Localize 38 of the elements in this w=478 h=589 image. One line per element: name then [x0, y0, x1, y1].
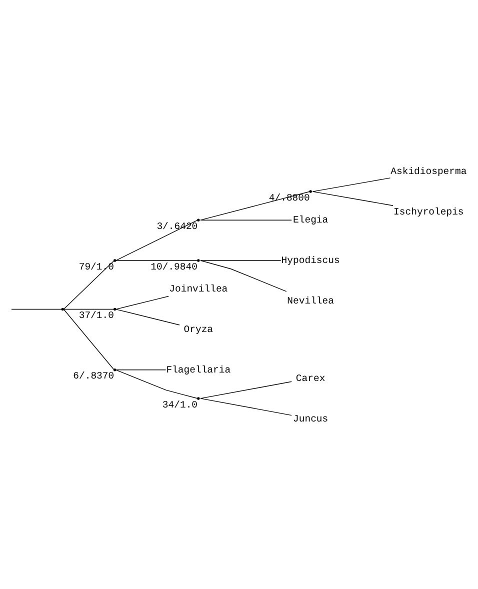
node-point [197, 258, 200, 262]
node-text: Joinvillea [169, 283, 228, 294]
node-label: 37/1.0 [78, 310, 114, 321]
node-text: Askidiosperma [390, 165, 467, 176]
node-text: Flagellaria [166, 364, 231, 375]
connector [312, 177, 391, 192]
connector [200, 380, 292, 398]
node-point [113, 258, 116, 262]
node-text: Elegia [293, 214, 328, 226]
node-label: 34/1.0 [162, 398, 198, 410]
node-label: 6/.8370 [73, 370, 114, 382]
node-point [197, 218, 200, 221]
node-text: Juncus [293, 412, 328, 424]
connector [200, 190, 310, 220]
node-text: Ischyrolepis [394, 206, 464, 217]
connector [63, 308, 114, 310]
connector [116, 369, 198, 398]
node-text: Hypodiscus [281, 254, 340, 266]
node-point [113, 307, 116, 310]
connector [200, 219, 292, 220]
connector [116, 295, 169, 310]
node-point [309, 190, 312, 192]
connector [116, 308, 180, 325]
node-text: Carex [296, 372, 326, 384]
connector [63, 260, 114, 310]
node-point [61, 307, 64, 310]
node-label: 10/.9840 [150, 260, 198, 272]
node-text: Oryza [184, 324, 214, 335]
node-text: Nevillea [287, 295, 334, 306]
connector [63, 308, 114, 370]
connector [116, 220, 198, 260]
connector [11, 308, 62, 310]
connector [200, 398, 292, 416]
connector [116, 369, 166, 370]
connector [200, 260, 287, 292]
node-point [197, 396, 200, 400]
node-point [113, 368, 116, 371]
connector [312, 190, 394, 206]
